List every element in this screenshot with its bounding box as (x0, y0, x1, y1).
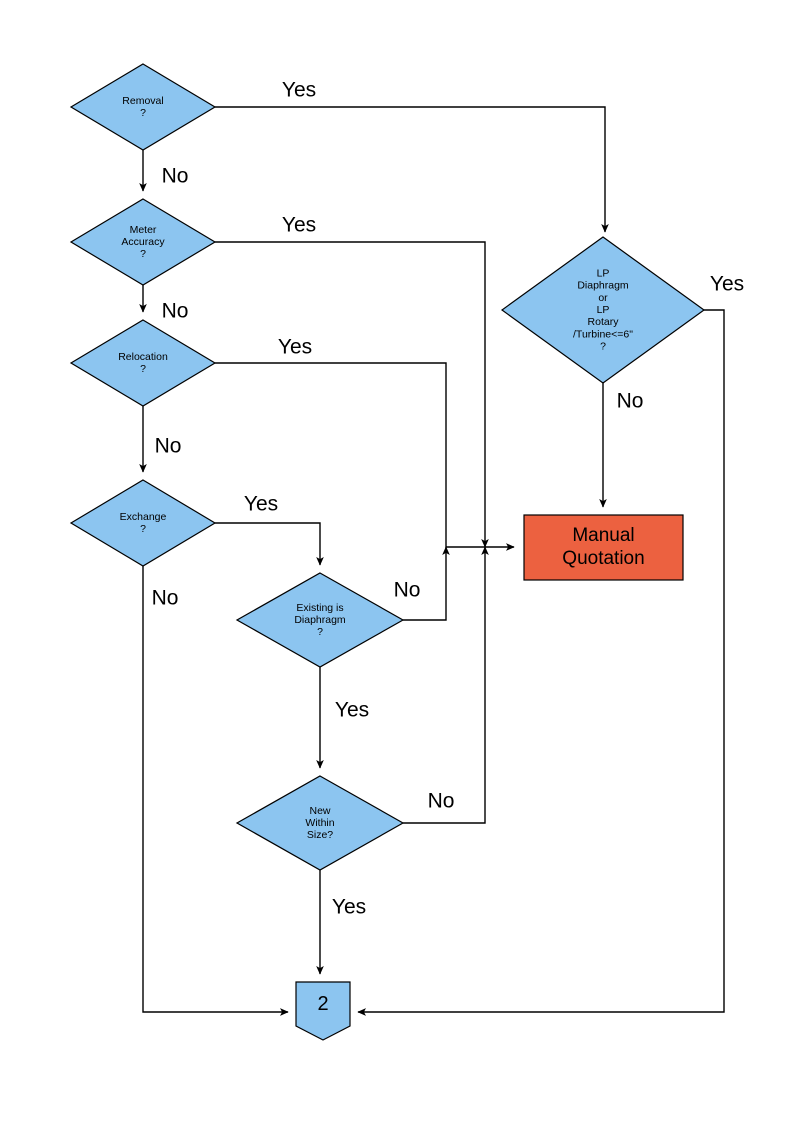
edge-existing-diaphragm-no (403, 546, 450, 621)
edge-label-relocation-yes: Yes (278, 336, 312, 359)
node-relocation[interactable]: Relocation? (69, 319, 217, 407)
edge-label-lp-diaphragm-no: No (617, 390, 644, 413)
node-removal[interactable]: Removal? (69, 63, 217, 151)
node-connector-2[interactable]: 2 (295, 981, 351, 1041)
edge-label-existing-diaphragm-yes: Yes (335, 699, 369, 722)
edge-label-exchange-yes: Yes (244, 493, 278, 516)
node-shape-relocation[interactable] (69, 319, 217, 407)
edge-new-within-size-no (403, 546, 489, 824)
node-label-removal: Removal? (122, 95, 163, 119)
edge-exchange-no (142, 566, 289, 1016)
edge-removal-yes (215, 106, 609, 233)
node-shape-lp-diaphragm-or-rotary[interactable] (500, 236, 706, 384)
edge-meter-accuracy-yes (215, 241, 489, 548)
edge-label-exchange-no: No (152, 587, 179, 610)
node-label-relocation: Relocation? (118, 351, 168, 375)
node-shape-manual-quotation[interactable] (523, 514, 684, 581)
node-label-connector-2: 2 (317, 993, 328, 1015)
edge-relocation-yes (215, 362, 515, 551)
node-shape-existing-is-diaphragm[interactable] (235, 572, 405, 668)
edge-label-existing-diaphragm-no: No (394, 579, 421, 602)
edge-label-removal-no: No (162, 165, 189, 188)
node-shape-removal[interactable] (69, 63, 217, 151)
edge-label-removal-yes: Yes (282, 79, 316, 102)
edge-exchange-yes (215, 522, 324, 566)
edge-lp-diaphragm-yes (357, 309, 725, 1016)
edge-label-new-within-size-yes: Yes (332, 896, 366, 919)
edges-layer (139, 106, 725, 1016)
edge-label-meter-accuracy-yes: Yes (282, 214, 316, 237)
edge-label-relocation-no: No (155, 435, 182, 458)
edge-label-meter-accuracy-no: No (162, 300, 189, 323)
edge-label-new-within-size-no: No (428, 790, 455, 813)
node-shape-connector-2[interactable] (295, 981, 351, 1041)
node-label-exchange: Exchange? (120, 511, 167, 535)
node-exchange[interactable]: Exchange? (69, 479, 217, 567)
node-shape-new-within-size[interactable] (235, 775, 405, 871)
node-shape-exchange[interactable] (69, 479, 217, 567)
node-shape-meter-accuracy[interactable] (69, 198, 217, 286)
edge-label-lp-diaphragm-yes: Yes (710, 273, 744, 296)
